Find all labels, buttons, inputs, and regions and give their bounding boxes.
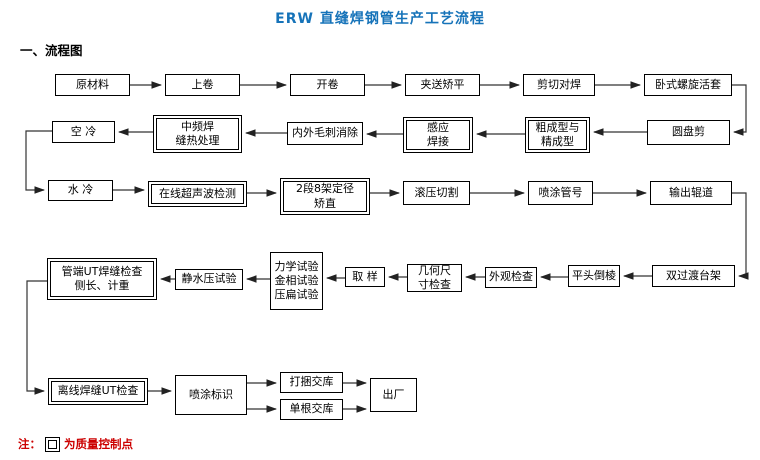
flow-node-shipment: 出厂 [370,378,417,412]
flow-node-sizing-straightening: 2段8架定径 矫直 [280,178,370,215]
flow-node-horizontal-spiral-looper: 卧式螺旋活套 [644,74,732,96]
note-prefix: 注： [18,437,41,451]
flow-node-roll-cutting: 滚压切割 [403,181,470,205]
flow-node-coil-loading: 上卷 [165,74,240,96]
flow-node-spray-pipe-number: 喷涂管号 [528,181,593,205]
flow-node-water-cooling: 水 冷 [48,180,113,201]
flow-node-physical-tests: 力学试验 金相试验 压扁试验 [270,252,323,310]
flow-node-single-delivery: 单根交库 [280,399,343,420]
edge-looper-discshear [732,84,747,136]
flow-node-visual-inspection: 外观检查 [485,267,537,288]
flow-node-induction-welding: 感应 焊接 [403,117,473,153]
flow-node-facing-beveling: 平头倒棱 [568,265,620,287]
flow-node-pinch-leveling: 夹送矫平 [405,74,480,96]
flow-node-disc-shear: 圆盘剪 [647,120,730,145]
legend-note: 注： 为质量控制点 [18,436,133,452]
flow-node-double-transfer-rack: 双过渡台架 [652,265,735,287]
flow-node-mf-seam-heat-treatment: 中频焊 缝热处理 [153,115,242,153]
flow-node-raw-material: 原材料 [55,74,130,96]
edge-pipeend-offline [26,280,47,395]
flow-node-uncoiling: 开卷 [290,74,365,96]
flow-node-geometric-inspection: 几何尺 寸检查 [407,264,462,292]
flow-node-offline-seam-ut: 离线焊缝UT检查 [48,378,148,405]
flow-node-shear-butt-welding: 剪切对焊 [523,74,595,96]
flow-node-online-ultrasonic-testing: 在线超声波检测 [148,181,247,207]
flow-node-air-cooling: 空 冷 [52,121,115,143]
flow-node-output-roller-table: 输出辊道 [650,181,732,205]
flow-node-hydrostatic-test: 静水压试验 [175,269,243,290]
note-text: 为质量控制点 [64,437,133,451]
quality-control-point-icon [45,436,60,452]
flow-node-spray-marking: 喷涂标识 [175,375,247,415]
flow-node-sampling: 取 样 [345,267,385,287]
page-title: ERW 直缝焊钢管生产工艺流程 [275,11,485,27]
edge-output-rack [732,192,749,280]
section-heading: 一、流程图 [20,43,83,58]
flow-node-bundle-delivery: 打捆交库 [280,372,343,393]
flow-node-rough-fine-forming: 粗成型与 精成型 [525,117,590,153]
flow-node-deburring: 内外毛刺消除 [287,122,363,145]
flow-node-pipe-end-ut: 管端UT焊缝检查 侧长、计重 [47,258,157,300]
